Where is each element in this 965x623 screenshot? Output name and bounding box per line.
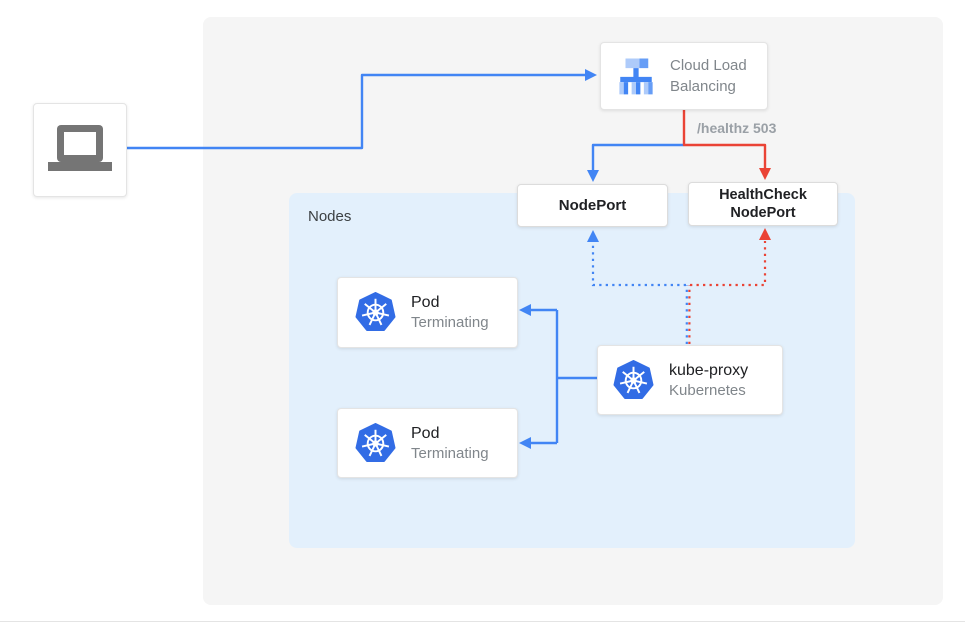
cloud-load-balancing-icon (619, 58, 653, 95)
pod-1-text: Pod Terminating (411, 292, 489, 333)
healthz-status-label: /healthz 503 (697, 120, 777, 136)
pod-1-status: Terminating (411, 314, 489, 331)
client-card (33, 103, 127, 197)
nodeport-label: NodePort (558, 197, 627, 214)
pod-2-title: Pod (411, 424, 440, 442)
pod-card-1: Pod Terminating (337, 277, 518, 348)
healthcheck-label-line2: NodePort (730, 205, 796, 221)
kube-proxy-title: kube-proxy (669, 361, 749, 379)
cloud-lb-label-line1: Cloud Load (670, 57, 747, 74)
cloud-load-balancing-card: Cloud Load Balancing (600, 42, 768, 110)
cloud-lb-label-line2: Balancing (670, 78, 736, 95)
page-bottom-divider (0, 621, 965, 622)
cloud-load-balancing-label: Cloud Load Balancing (670, 55, 747, 97)
pod-card-2: Pod Terminating (337, 408, 518, 478)
kubernetes-icon (613, 359, 654, 399)
kube-proxy-card: kube-proxy Kubernetes (597, 345, 783, 415)
healthcheck-nodeport-card: HealthCheck NodePort (688, 182, 838, 226)
pod-1-title: Pod (411, 294, 440, 311)
kube-proxy-subtitle: Kubernetes (669, 381, 746, 399)
kube-proxy-text: kube-proxy Kubernetes (669, 360, 748, 401)
pod-2-text: Pod Terminating (411, 423, 489, 464)
kubernetes-icon (355, 292, 396, 332)
nodeport-card: NodePort (517, 184, 668, 227)
healthcheck-label-line1: HealthCheck (719, 187, 807, 203)
healthcheck-nodeport-label: HealthCheck NodePort (719, 186, 807, 222)
laptop-icon (48, 125, 112, 171)
nodes-group-label: Nodes (308, 208, 352, 225)
kubernetes-icon (355, 422, 396, 462)
pod-2-status: Terminating (411, 444, 489, 462)
